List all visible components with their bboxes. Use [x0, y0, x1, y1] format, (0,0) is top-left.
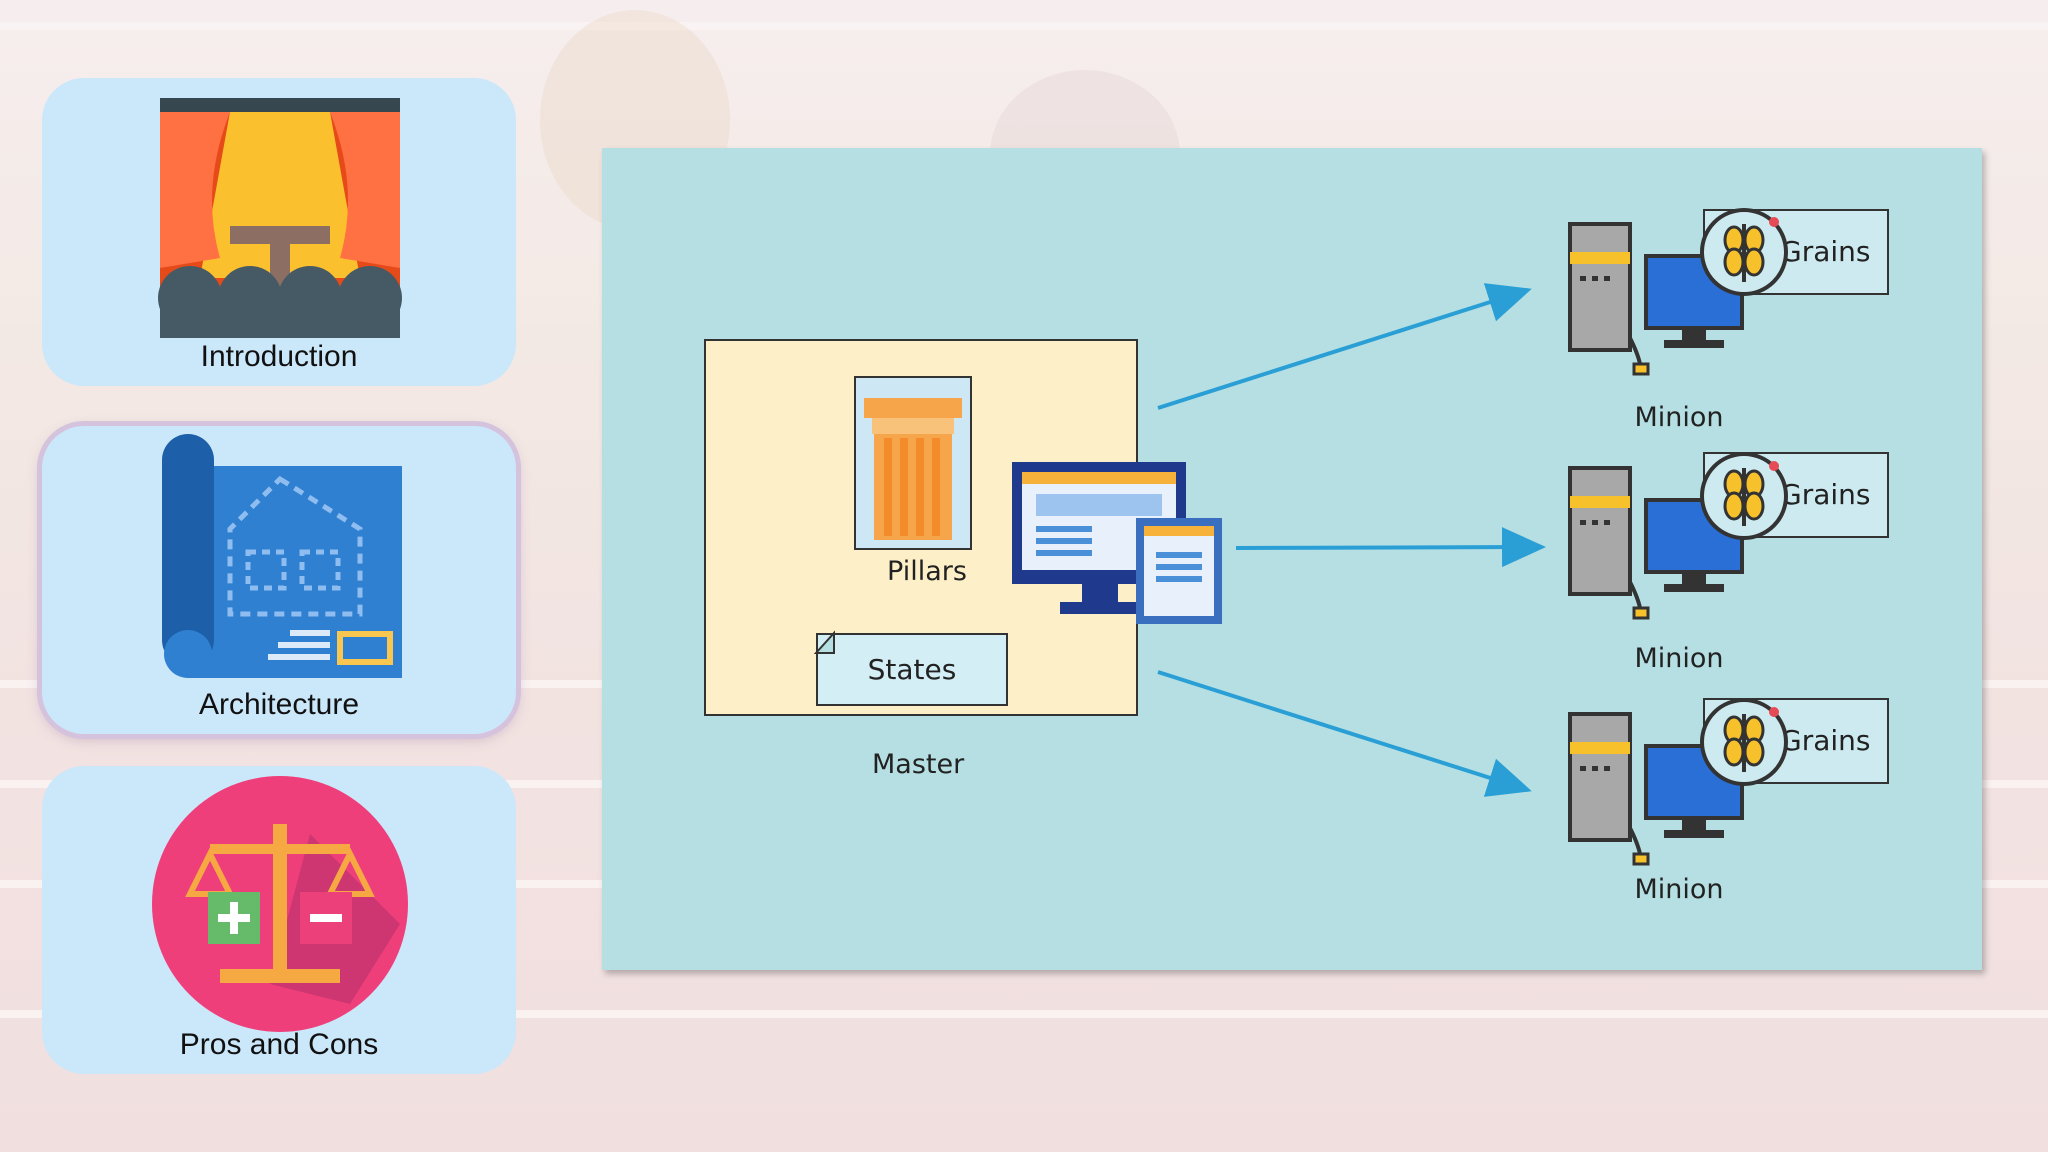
- pillars-label: Pillars: [887, 556, 967, 587]
- pillars-icon: [854, 376, 972, 550]
- grains-label: Grains: [1780, 724, 1871, 757]
- minion-label: Minion: [1634, 402, 1724, 433]
- minion-computer-icon: [1568, 452, 1788, 620]
- sidebar-item-label: Pros and Cons: [179, 1028, 379, 1061]
- sidebar-item-architecture[interactable]: Architecture: [42, 426, 516, 734]
- minion-label: Minion: [1634, 643, 1724, 674]
- balance-scale-icon: [152, 776, 408, 1032]
- master-label: Master: [872, 749, 965, 780]
- minion-label: Minion: [1634, 874, 1724, 905]
- minion-computer-icon: [1568, 208, 1788, 376]
- master-computer-icon: [1012, 462, 1222, 624]
- blueprint-icon: [162, 434, 402, 678]
- sidebar-item-label: Introduction: [200, 340, 358, 373]
- grains-label: Grains: [1780, 235, 1871, 268]
- minion-computer-icon: [1568, 698, 1788, 866]
- theater-stage-icon: [158, 98, 402, 338]
- grains-label: Grains: [1780, 478, 1871, 511]
- sidebar-item-pros-and-cons[interactable]: Pros and Cons: [42, 766, 516, 1074]
- sidebar-item-introduction[interactable]: Introduction: [42, 78, 516, 386]
- states-label: States: [867, 653, 957, 686]
- sidebar-item-label: Architecture: [198, 688, 360, 721]
- states-box: States: [816, 633, 1008, 706]
- states-fold-icon: [813, 630, 835, 654]
